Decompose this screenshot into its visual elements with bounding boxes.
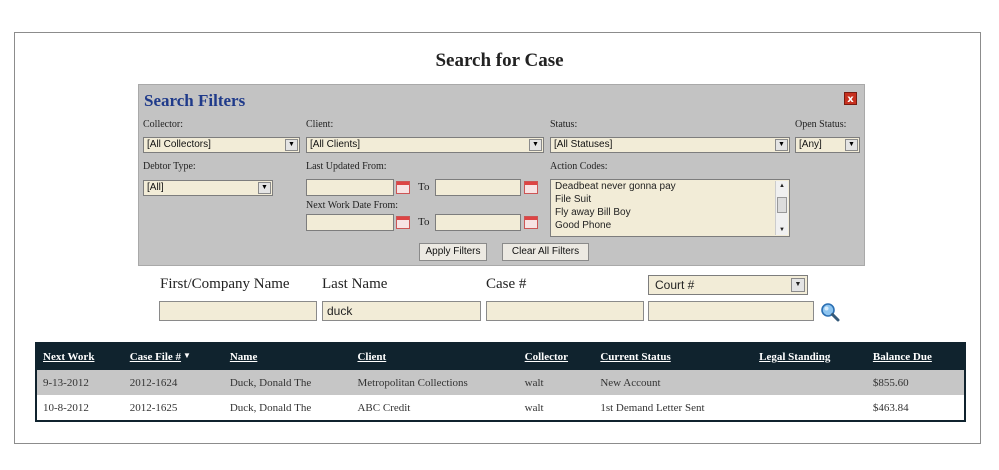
cell-balance-due: $855.60: [866, 370, 964, 395]
case-input[interactable]: [486, 301, 644, 321]
chevron-down-icon: ▼: [529, 139, 542, 151]
case-label: Case #: [486, 276, 527, 292]
open-status-value: [Any]: [799, 139, 822, 150]
col-case-file[interactable]: Case File #▼: [123, 344, 224, 370]
col-next-work[interactable]: Next Work: [37, 344, 124, 370]
cell-client: Metropolitan Collections: [351, 370, 519, 395]
table-row[interactable]: 10-8-2012 2012-1625 Duck, Donald The ABC…: [37, 395, 964, 420]
cell-case-file: 2012-1624: [123, 370, 224, 395]
client-select[interactable]: [All Clients] ▼: [306, 137, 544, 153]
calendar-icon[interactable]: [524, 216, 538, 229]
to-label: To: [418, 216, 430, 228]
cell-collector: walt: [518, 370, 595, 395]
cell-next-work: 10-8-2012: [37, 395, 124, 420]
cell-next-work: 9-13-2012: [37, 370, 124, 395]
collector-value: [All Collectors]: [147, 139, 211, 150]
col-collector[interactable]: Collector: [518, 344, 595, 370]
first-name-input[interactable]: [159, 301, 317, 321]
chevron-down-icon: ▼: [845, 139, 858, 151]
cell-name: Duck, Donald The: [223, 370, 352, 395]
chevron-up-icon[interactable]: ▲: [779, 183, 785, 189]
open-status-select[interactable]: [Any] ▼: [795, 137, 860, 153]
status-label: Status:: [550, 119, 578, 130]
collector-select[interactable]: [All Collectors] ▼: [143, 137, 300, 153]
collector-label: Collector:: [143, 119, 183, 130]
sort-down-icon: ▼: [183, 351, 191, 360]
col-legal-standing[interactable]: Legal Standing: [753, 344, 867, 370]
debtor-type-select[interactable]: [All] ▼: [143, 180, 273, 196]
court-select[interactable]: Court # ▼: [648, 275, 808, 295]
debtor-type-value: [All]: [147, 182, 164, 193]
cell-case-file: 2012-1625: [123, 395, 224, 420]
cell-name: Duck, Donald The: [223, 395, 352, 420]
col-client[interactable]: Client: [351, 344, 519, 370]
table-row[interactable]: 9-13-2012 2012-1624 Duck, Donald The Met…: [37, 370, 964, 395]
list-item[interactable]: Fly away Bill Boy: [555, 207, 631, 218]
next-work-date-label: Next Work Date From:: [306, 200, 399, 211]
list-item[interactable]: Good Phone: [555, 220, 612, 231]
chevron-down-icon: ▼: [775, 139, 788, 151]
last-name-input[interactable]: duck: [322, 301, 481, 321]
action-codes-label: Action Codes:: [550, 161, 608, 172]
cell-collector: walt: [518, 395, 595, 420]
calendar-icon[interactable]: [396, 216, 410, 229]
cell-client: ABC Credit: [351, 395, 519, 420]
col-balance-due[interactable]: Balance Due: [866, 344, 964, 370]
next-work-from-input[interactable]: [306, 214, 394, 231]
chevron-down-icon[interactable]: ▼: [779, 227, 785, 233]
next-work-to-input[interactable]: [435, 214, 521, 231]
client-label: Client:: [306, 119, 334, 130]
results-table: Next Work Case File #▼ Name Client Colle…: [35, 342, 966, 422]
cell-balance-due: $463.84: [866, 395, 964, 420]
apply-filters-button[interactable]: Apply Filters: [419, 243, 487, 261]
last-name-label: Last Name: [322, 276, 388, 292]
close-icon[interactable]: x: [844, 92, 857, 105]
chevron-down-icon: ▼: [258, 182, 271, 194]
table-header-row: Next Work Case File #▼ Name Client Colle…: [37, 344, 964, 370]
cell-legal-standing: [753, 370, 867, 395]
scrollbar[interactable]: ▲ ▼: [775, 181, 788, 235]
action-codes-listbox[interactable]: Deadbeat never gonna pay File Suit Fly a…: [550, 179, 790, 237]
client-value: [All Clients]: [310, 139, 361, 150]
list-item[interactable]: File Suit: [555, 194, 592, 205]
scrollbar-thumb[interactable]: [777, 197, 787, 213]
last-updated-to-input[interactable]: [435, 179, 521, 196]
status-select[interactable]: [All Statuses] ▼: [550, 137, 790, 153]
calendar-icon[interactable]: [524, 181, 538, 194]
chevron-down-icon: ▼: [791, 278, 805, 292]
col-current-status[interactable]: Current Status: [594, 344, 754, 370]
court-input[interactable]: [648, 301, 814, 321]
search-icon[interactable]: [820, 302, 840, 322]
clear-filters-button[interactable]: Clear All Filters: [502, 243, 589, 261]
col-name[interactable]: Name: [223, 344, 352, 370]
cell-current-status: 1st Demand Letter Sent: [594, 395, 754, 420]
search-filters-panel: Search Filters x: [138, 84, 865, 266]
to-label: To: [418, 181, 430, 193]
first-name-label: First/Company Name: [160, 276, 290, 292]
last-updated-label: Last Updated From:: [306, 161, 387, 172]
cell-current-status: New Account: [594, 370, 754, 395]
search-filters-title: Search Filters: [144, 91, 246, 110]
page-title: Search for Case: [435, 50, 564, 71]
open-status-label: Open Status:: [795, 119, 847, 130]
debtor-type-label: Debtor Type:: [143, 161, 196, 172]
status-value: [All Statuses]: [554, 139, 613, 150]
calendar-icon[interactable]: [396, 181, 410, 194]
chevron-down-icon: ▼: [285, 139, 298, 151]
list-item[interactable]: Deadbeat never gonna pay: [555, 181, 676, 192]
cell-legal-standing: [753, 395, 867, 420]
last-updated-from-input[interactable]: [306, 179, 394, 196]
court-select-value: Court #: [655, 278, 695, 292]
